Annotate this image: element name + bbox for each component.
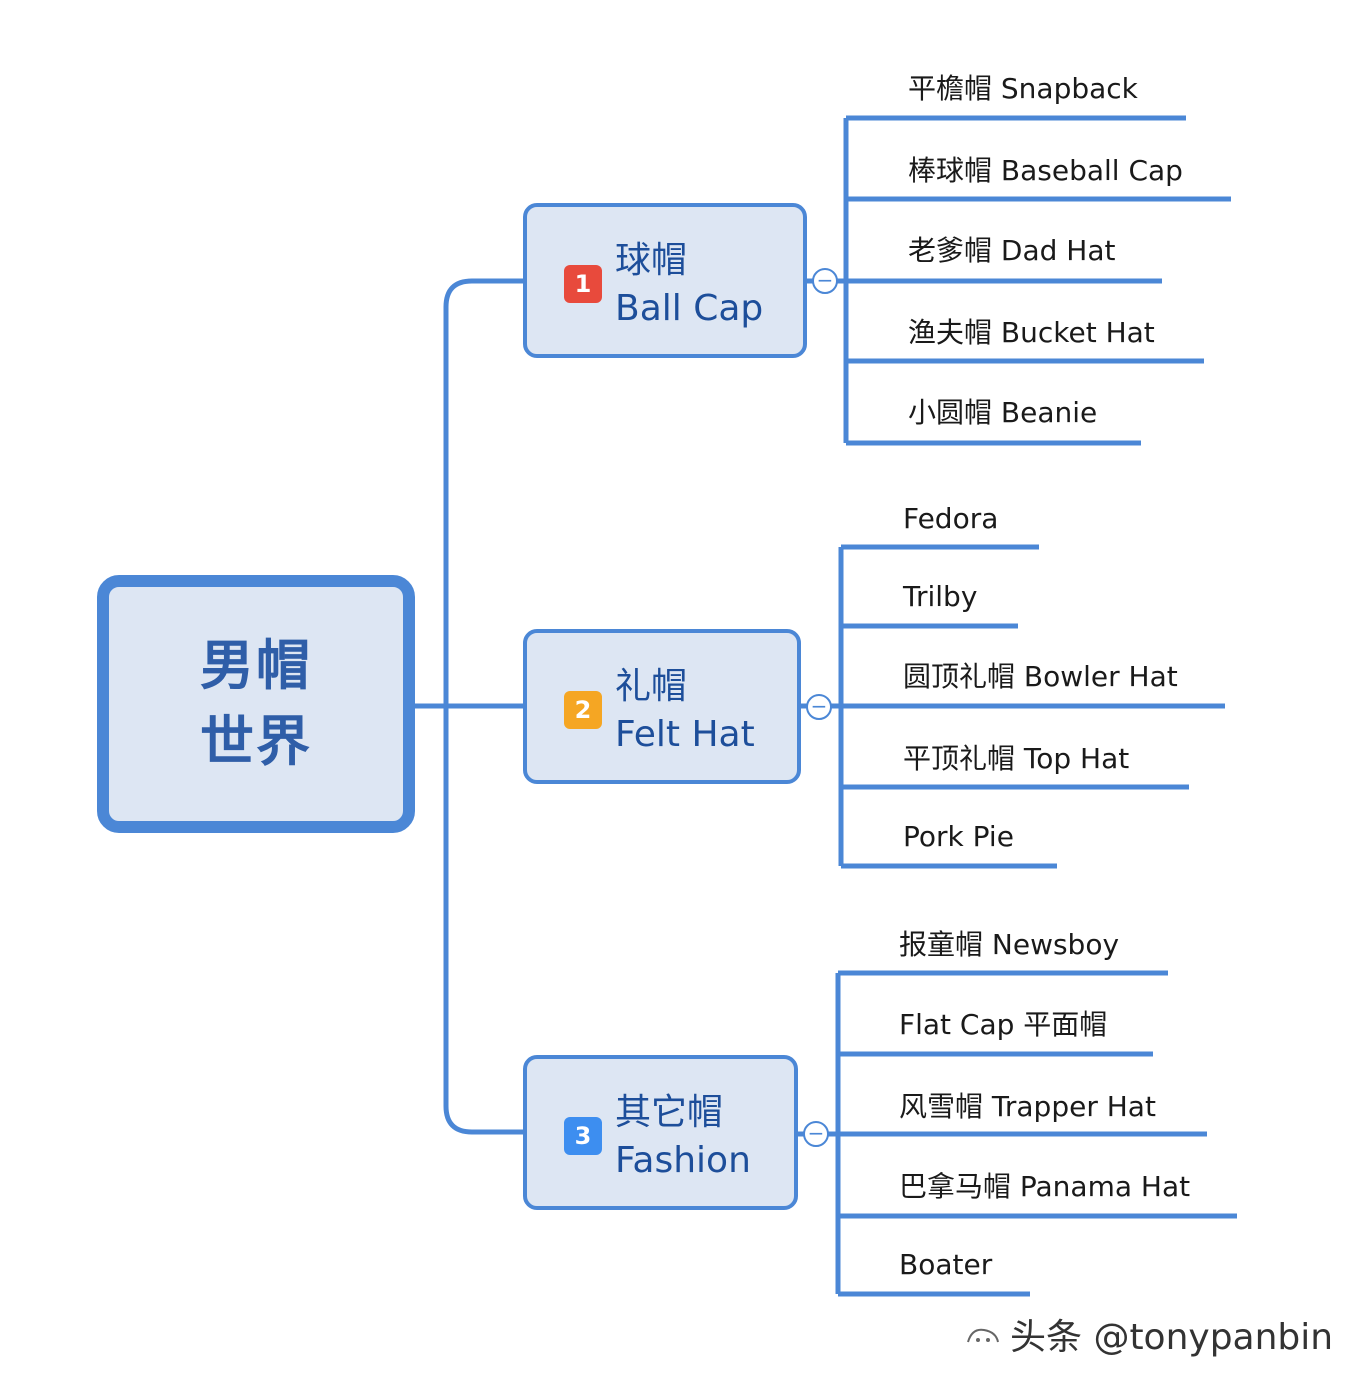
leaf-pork-pie[interactable]: Pork Pie [903,820,1014,853]
branch-node-felt-hat[interactable]: 2 礼帽 Felt Hat [523,629,801,784]
root-node[interactable]: 男帽 世界 [97,575,415,833]
leaf-snapback[interactable]: 平檐帽 Snapback [908,72,1138,105]
collapse-toggle-icon[interactable]: − [812,268,838,294]
leaf-boater[interactable]: Boater [899,1248,993,1281]
leaf-flat-cap[interactable]: Flat Cap 平面帽 [899,1008,1108,1041]
leaf-fedora[interactable]: Fedora [903,502,999,535]
branch-title-en: Fashion [615,1140,751,1181]
leaf-beanie[interactable]: 小圆帽 Beanie [908,396,1098,429]
branch-title: 其它帽 Fashion [615,1089,751,1185]
branch-title-cn: 球帽 [615,240,688,281]
collapse-toggle-icon[interactable]: − [806,694,832,720]
collapse-toggle-icon[interactable]: − [803,1121,829,1147]
branch-title-en: Ball Cap [615,288,764,329]
leaf-top-hat[interactable]: 平顶礼帽 Top Hat [903,742,1130,775]
root-title-line-2: 世界 [200,710,312,773]
branch-title: 球帽 Ball Cap [615,237,763,333]
priority-badge-3: 3 [564,1117,602,1155]
trunk-to-branch-1 [443,278,523,1135]
branch-node-ball-cap[interactable]: 1 球帽 Ball Cap [523,203,807,358]
branch-node-fashion[interactable]: 3 其它帽 Fashion [523,1055,798,1210]
leaf-trilby[interactable]: Trilby [903,580,978,613]
leaf-trapper-hat[interactable]: 风雪帽 Trapper Hat [899,1090,1156,1123]
branch-title-cn: 礼帽 [615,666,688,707]
watermark-logo-icon [967,1328,999,1343]
leaf-baseball-cap[interactable]: 棒球帽 Baseball Cap [908,154,1183,187]
branch-title-cn: 其它帽 [615,1092,724,1133]
leaf-dad-hat[interactable]: 老爹帽 Dad Hat [908,234,1116,267]
watermark-text: 头条 @tonypanbin [1010,1317,1334,1358]
branch-title-en: Felt Hat [615,714,755,755]
priority-badge-1: 1 [564,265,602,303]
leaf-bucket-hat[interactable]: 渔夫帽 Bucket Hat [908,316,1155,349]
branch-title: 礼帽 Felt Hat [615,663,755,759]
leaf-newsboy[interactable]: 报童帽 Newsboy [899,928,1120,961]
root-title-line-1: 男帽 [200,634,312,697]
leaf-panama-hat[interactable]: 巴拿马帽 Panama Hat [899,1170,1191,1203]
priority-badge-2: 2 [564,691,602,729]
leaf-bowler-hat[interactable]: 圆顶礼帽 Bowler Hat [903,660,1178,693]
